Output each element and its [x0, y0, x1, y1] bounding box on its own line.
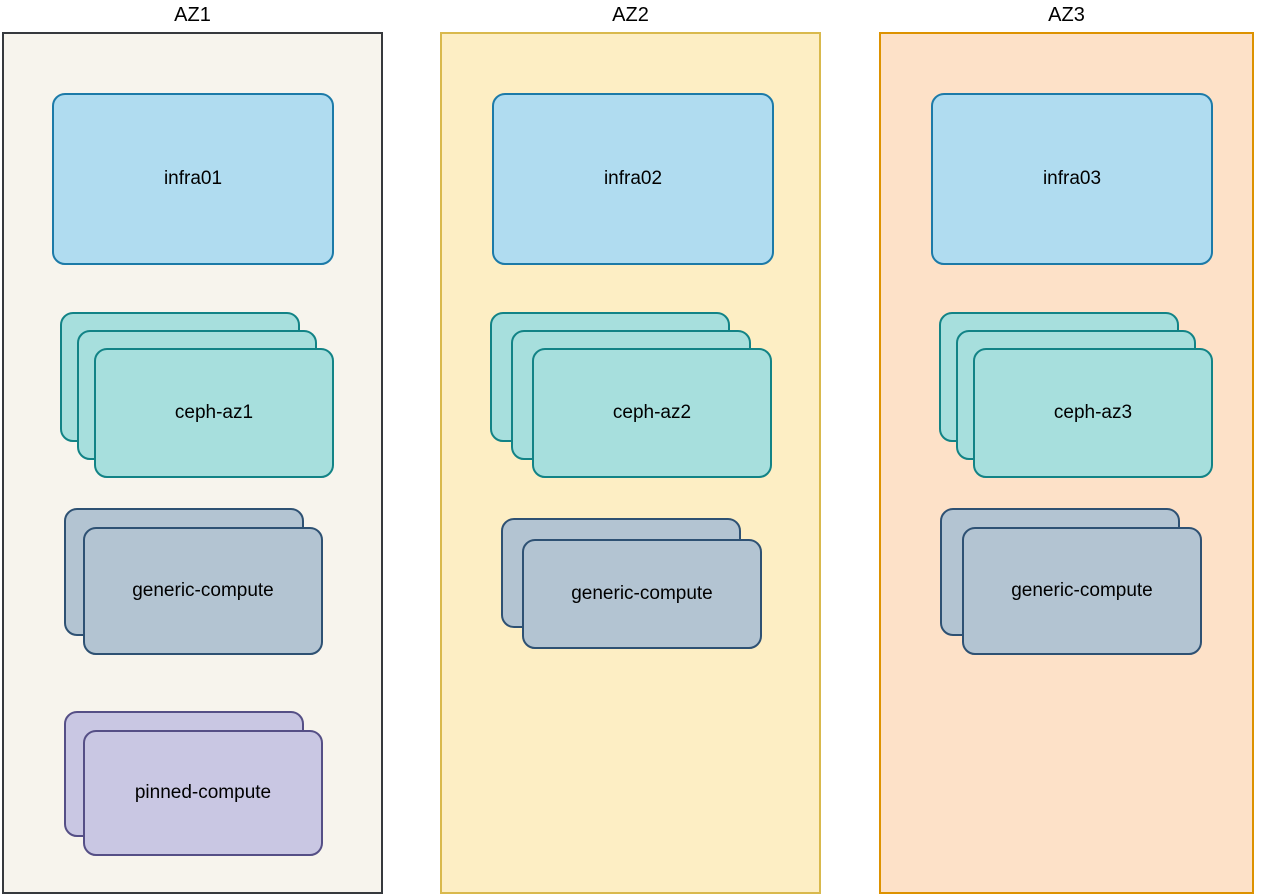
node-label-generic-compute: generic-compute — [132, 580, 274, 601]
node-card-generic-compute[interactable]: generic-compute — [83, 527, 323, 655]
node-label-generic-compute: generic-compute — [1011, 580, 1153, 601]
node-stack-az2-ceph-az2[interactable]: ceph-az2 — [490, 312, 772, 478]
az-title-az1: AZ1 — [174, 4, 211, 26]
node-stack-az1-pinned-compute[interactable]: pinned-compute — [64, 711, 323, 856]
node-label-pinned-compute: pinned-compute — [134, 782, 272, 803]
node-card-infra01[interactable]: infra01 — [52, 93, 334, 265]
node-card-ceph-az3[interactable]: ceph-az3 — [973, 348, 1213, 478]
node-label-ceph-az3: ceph-az3 — [1053, 402, 1133, 423]
node-card-infra02[interactable]: infra02 — [492, 93, 774, 265]
az-title-az3: AZ3 — [1048, 4, 1085, 26]
node-stack-az1-generic-compute[interactable]: generic-compute — [64, 508, 323, 655]
node-label-infra02: infra02 — [603, 168, 663, 189]
node-card-generic-compute[interactable]: generic-compute — [522, 539, 762, 649]
node-stack-az2-generic-compute[interactable]: generic-compute — [501, 518, 762, 649]
az-title-az2: AZ2 — [612, 4, 649, 26]
node-card-generic-compute[interactable]: generic-compute — [962, 527, 1202, 655]
node-stack-az3-infra03[interactable]: infra03 — [931, 93, 1213, 265]
node-label-infra03: infra03 — [1042, 168, 1102, 189]
node-label-ceph-az2: ceph-az2 — [612, 402, 692, 423]
node-stack-az3-ceph-az3[interactable]: ceph-az3 — [939, 312, 1213, 478]
node-label-infra01: infra01 — [163, 168, 223, 189]
node-stack-az3-generic-compute[interactable]: generic-compute — [940, 508, 1202, 655]
node-stack-az1-ceph-az1[interactable]: ceph-az1 — [60, 312, 334, 478]
node-label-ceph-az1: ceph-az1 — [174, 402, 254, 423]
node-label-generic-compute: generic-compute — [571, 583, 713, 604]
node-stack-az2-infra02[interactable]: infra02 — [492, 93, 774, 265]
node-stack-az1-infra01[interactable]: infra01 — [52, 93, 334, 265]
node-card-ceph-az2[interactable]: ceph-az2 — [532, 348, 772, 478]
node-card-infra03[interactable]: infra03 — [931, 93, 1213, 265]
node-card-pinned-compute[interactable]: pinned-compute — [83, 730, 323, 856]
node-card-ceph-az1[interactable]: ceph-az1 — [94, 348, 334, 478]
